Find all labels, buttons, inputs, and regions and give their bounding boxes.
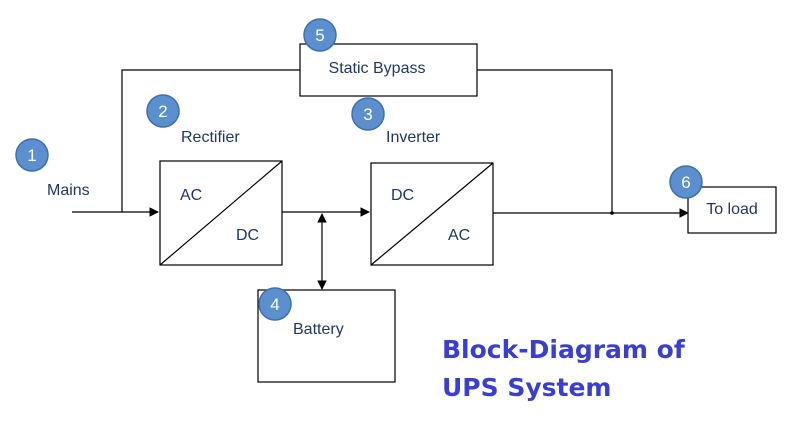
badge-1: 1 xyxy=(15,138,49,172)
badge-5-number: 5 xyxy=(315,26,324,45)
inverter-output-label: AC xyxy=(448,227,470,244)
badge-3-number: 3 xyxy=(363,105,372,124)
battery-label: Battery xyxy=(293,321,344,338)
bypass-junction-dot xyxy=(610,211,614,215)
bypass-output-wire xyxy=(477,69,613,213)
badge-4: 4 xyxy=(258,287,292,321)
diagram-title-line-2: UPS System xyxy=(442,373,611,402)
badge-1-number: 1 xyxy=(27,146,36,165)
badge-5: 5 xyxy=(303,18,337,52)
bypass-input-wire xyxy=(121,69,300,212)
static-bypass-label: Static Bypass xyxy=(329,60,426,77)
static-bypass-box xyxy=(299,43,478,97)
inverter-input-label: DC xyxy=(391,187,414,204)
badge-6-number: 6 xyxy=(681,173,690,192)
load-box xyxy=(687,186,777,234)
badge-2-number: 2 xyxy=(158,102,167,121)
load-label: To load xyxy=(706,201,758,218)
rectifier-input-label: AC xyxy=(180,187,202,204)
badge-6: 6 xyxy=(669,165,703,199)
badge-3: 3 xyxy=(351,97,385,131)
rectifier-output-label: DC xyxy=(236,227,259,244)
badge-4-number: 4 xyxy=(270,295,279,314)
badge-2: 2 xyxy=(146,94,180,128)
mains-label: Mains xyxy=(47,182,90,199)
diagram-title-line-1: Block-Diagram of xyxy=(442,335,686,364)
inverter-diagonal xyxy=(370,162,494,266)
rectifier-label: Rectifier xyxy=(181,129,240,146)
rectifier-diagonal xyxy=(159,160,283,266)
inverter-label: Inverter xyxy=(386,129,441,146)
